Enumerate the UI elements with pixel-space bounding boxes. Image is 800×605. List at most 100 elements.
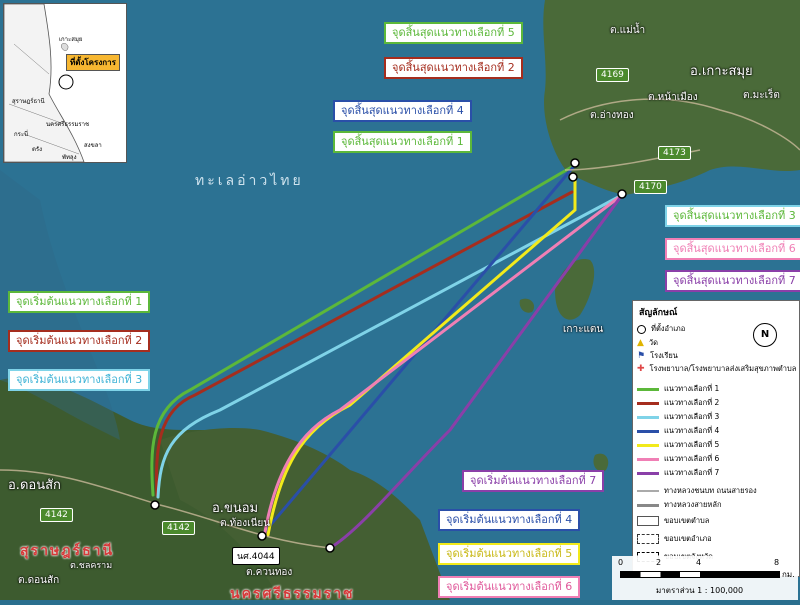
legend-row-r4: แนวทางเลือกที่ 4 [637, 425, 719, 437]
road-shield-4173: 4173 [658, 146, 691, 160]
temple-icon: ▲ [637, 338, 644, 348]
route-2-swatch [637, 401, 659, 405]
inset-place-phatthalung: พัทลุง [62, 154, 77, 161]
place-koh-samui: อ.เกาะสมุย [690, 64, 753, 79]
koh-small [519, 298, 535, 313]
inset-place-nakhon: นครศรีธรรมราช [46, 121, 90, 128]
callout-start-1: จุดเริ่มต้นแนวทางเลือกที่ 1 [8, 291, 151, 313]
callout-end-4: จุดสิ้นสุดแนวทางเลือกที่ 4 [333, 100, 472, 122]
legend-row-r1: แนวทางเลือกที่ 1 [637, 383, 719, 395]
place-maenam: ต.แม่น้ำ [610, 25, 646, 36]
district-border-swatch [637, 534, 659, 544]
scale-tick-2: 2 [656, 558, 662, 567]
end-point-b [568, 172, 578, 182]
scale-tick-8: 8 [774, 558, 780, 567]
route-7-swatch [637, 471, 659, 475]
callout-start-6: จุดเริ่มต้นแนวทางเลือกที่ 6 [438, 576, 581, 598]
koh-samui [543, 0, 800, 195]
place-don-sak-sub: ต.ดอนสัก [18, 575, 60, 586]
callout-start-3: จุดเริ่มต้นแนวทางเลือกที่ 3 [8, 369, 151, 391]
route-line-6 [262, 193, 624, 540]
route-line-2 [155, 190, 574, 497]
route-3-swatch [637, 415, 659, 419]
legend-row-r2: แนวทางเลือกที่ 2 [637, 397, 719, 409]
road-shield-4142-b: 4142 [162, 521, 195, 535]
inset-map: ที่ตั้งโครงการ เกาะสมุย สุราษฎร์ธานี นคร… [3, 3, 127, 163]
endpoints [150, 158, 627, 553]
hospital-icon: ✚ [637, 364, 645, 374]
school-icon: ⚑ [637, 351, 646, 361]
start-point-b [257, 531, 267, 541]
legend-row-hospital: ✚โรงพยาบาล/โรงพยาบาลส่งเสริมสุขภาพตำบล [637, 364, 797, 374]
end-point-a [570, 158, 580, 168]
place-maret: ต.มะเร็ต [743, 90, 780, 101]
scale-tick-4: 4 [696, 558, 702, 567]
khanom-land [160, 428, 450, 600]
callout-start-5: จุดเริ่มต้นแนวทางเลือกที่ 5 [438, 543, 581, 565]
inset-place-songkhla: สงขลา [84, 142, 102, 149]
scale-bar: 0 2 4 8 กม. มาตราส่วน 1 : 100,000 [612, 556, 798, 600]
scale-graphic [620, 571, 780, 578]
route-lines [150, 163, 624, 550]
callout-end-6: จุดสิ้นสุดแนวทางเลือกที่ 6 [665, 238, 800, 260]
route-line-3 [156, 193, 624, 499]
inset-place-trang: ตรัง [32, 146, 43, 153]
legend-row-r5: แนวทางเลือกที่ 5 [637, 439, 719, 451]
road-shield-4169: 4169 [596, 68, 629, 82]
scale-tick-0: 0 [618, 558, 624, 567]
callout-end-1: จุดสิ้นสุดแนวทางเลือกที่ 1 [333, 131, 472, 153]
callout-end-2: จุดสิ้นสุดแนวทางเลือกที่ 2 [384, 57, 523, 79]
place-khanom: อ.ขนอม [212, 501, 259, 516]
legend-row-r3: แนวทางเลือกที่ 3 [637, 411, 719, 423]
end-point-c [617, 189, 627, 199]
callout-end-3: จุดสิ้นสุดแนวทางเลือกที่ 3 [665, 205, 800, 227]
legend-row-district-b: ขอบเขตอำเภอ [637, 533, 712, 545]
subdistrict-border-swatch [637, 516, 659, 526]
route-line-7 [328, 193, 624, 550]
legend-row-district: ที่ตั้งอำเภอ [637, 323, 685, 335]
legend-row-main: ทางหลวงสายหลัก [637, 499, 722, 511]
scale-ratio: มาตราส่วน 1 : 100,000 [656, 586, 744, 595]
legend-row-temple: ▲วัด [637, 338, 659, 348]
road-shield-4170: 4170 [634, 180, 667, 194]
koh-small-2 [593, 453, 609, 472]
place-khuan-thong: ต.ควนทอง [246, 567, 293, 578]
callout-end-5: จุดสิ้นสุดแนวทางเลือกที่ 5 [384, 22, 523, 44]
callout-start-7: จุดเริ่มต้นแนวทางเลือกที่ 7 [462, 470, 605, 492]
legend-row-r7: แนวทางเลือกที่ 7 [637, 467, 719, 479]
sea-label: ทะเลอ่าวไทย [195, 173, 304, 189]
inset-place-samui: เกาะสมุย [59, 36, 83, 43]
north-arrow-icon: N [753, 323, 777, 347]
place-khong-kriat: ต.ท้องเนียน [220, 518, 271, 529]
callout-end-7: จุดสิ้นสุดแนวทางเลือกที่ 7 [665, 270, 800, 292]
secondary-road-swatch [637, 490, 659, 492]
district-marker-icon [637, 324, 646, 334]
road-shield-4044: นศ.4044 [232, 547, 280, 565]
route-5-swatch [637, 443, 659, 447]
place-chai-khri: ต.ชลคราม [70, 561, 113, 571]
legend-row-hwy: ทางหลวงชนบท ถนนสายรอง [637, 485, 757, 497]
province-surat: สุราษฎร์ธานี [20, 543, 115, 559]
route-1-swatch [637, 387, 659, 391]
main-road-swatch [637, 503, 659, 507]
callout-start-2: จุดเริ่มต้นแนวทางเลือกที่ 2 [8, 330, 151, 352]
route-line-1 [150, 163, 577, 497]
legend-panel: สัญลักษณ์ N ที่ตั้งอำเภอ ▲วัด ⚑โรงเรียน … [632, 300, 800, 577]
route-line-5 [266, 178, 577, 537]
start-point-c [325, 543, 335, 553]
road-shield-4142-a: 4142 [40, 508, 73, 522]
legend-title: สัญลักษณ์ [639, 308, 678, 318]
place-ang-thong: ต.อ่างทอง [590, 110, 634, 121]
start-point-a [150, 500, 160, 510]
route-6-swatch [637, 457, 659, 461]
legend-row-r6: แนวทางเลือกที่ 6 [637, 453, 719, 465]
route-4-swatch [637, 429, 659, 433]
scale-unit: กม. [782, 570, 795, 579]
province-nakhon: นครศรีธรรมราช [230, 586, 355, 602]
legend-row-subdistrict: ขอบเขตตำบล [637, 515, 709, 527]
inset-project-label: ที่ตั้งโครงการ [66, 54, 120, 71]
legend-row-school: ⚑โรงเรียน [637, 351, 678, 361]
callout-start-4: จุดเริ่มต้นแนวทางเลือกที่ 4 [438, 509, 581, 531]
place-na-mueang: ต.หน้าเมือง [648, 92, 698, 103]
place-don-sak: อ.ดอนสัก [8, 478, 61, 493]
